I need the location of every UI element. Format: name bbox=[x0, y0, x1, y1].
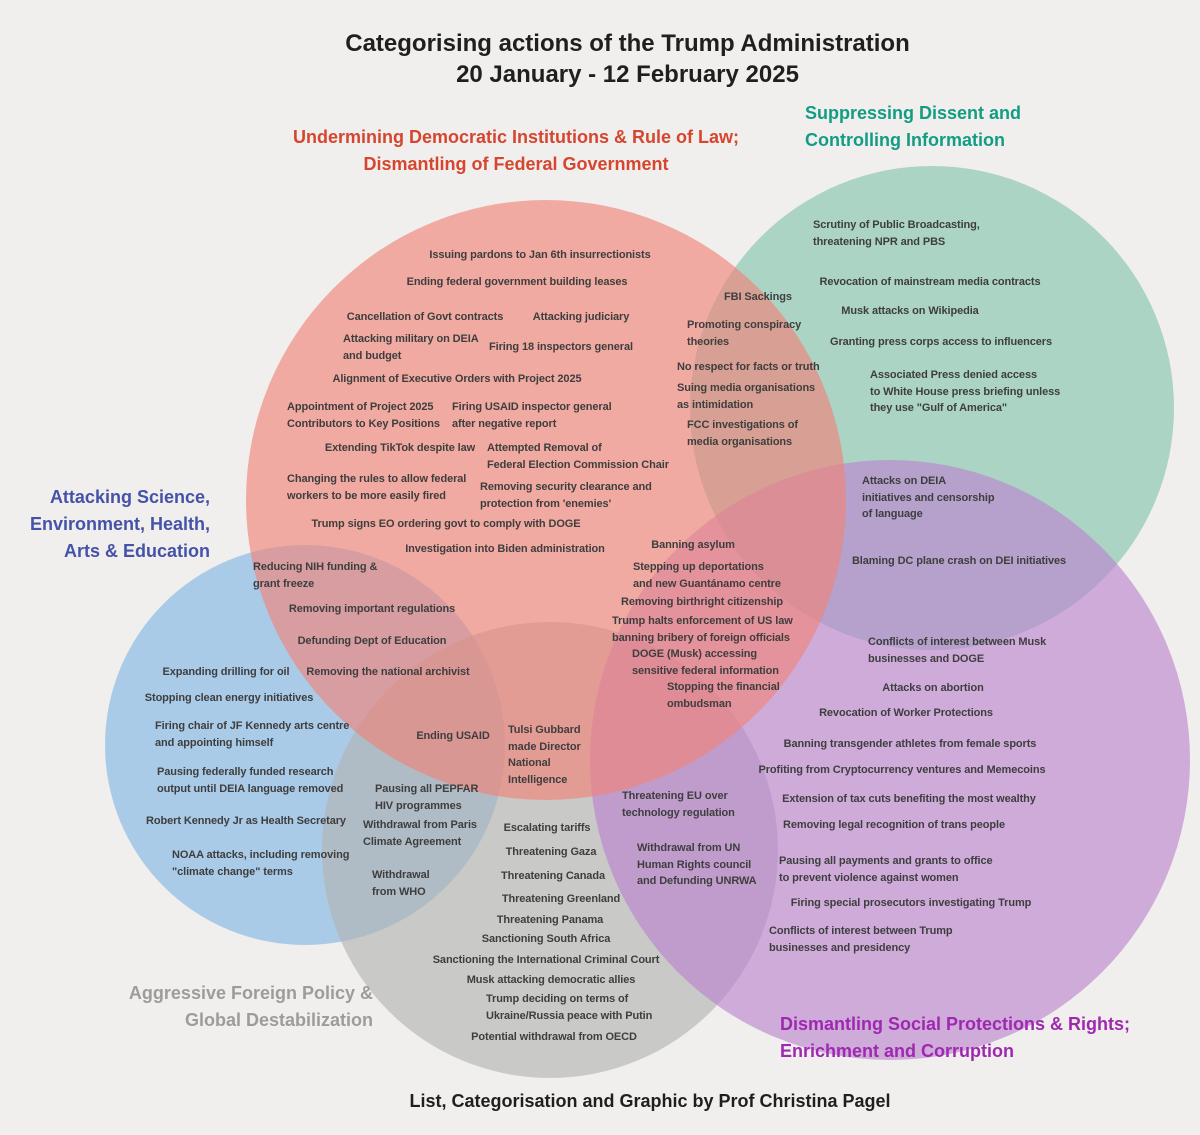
venn-item: Threatening Canada bbox=[501, 870, 605, 882]
venn-item: Withdrawal from Paris Climate Agreement bbox=[363, 819, 477, 848]
venn-item: No respect for facts or truth bbox=[677, 361, 820, 373]
venn-item: Withdrawal from WHO bbox=[372, 869, 430, 898]
venn-item: Stepping up deportations and new Guantán… bbox=[633, 561, 781, 590]
venn-item: Revocation of mainstream media contracts bbox=[819, 276, 1041, 288]
venn-item: Conflicts of interest between Trump busi… bbox=[769, 925, 953, 954]
venn-item: Banning transgender athletes from female… bbox=[783, 738, 1037, 750]
venn-item: Threatening Greenland bbox=[501, 893, 621, 905]
venn-item: Extending TikTok despite law bbox=[324, 442, 476, 454]
category-label-suppressing-dissent: Suppressing Dissent and Controlling Info… bbox=[805, 103, 1022, 150]
venn-item: Trump halts enforcement of US law bannin… bbox=[612, 615, 793, 644]
venn-item: Granting press corps access to influence… bbox=[830, 336, 1052, 348]
venn-item: Potential withdrawal from OECD bbox=[471, 1031, 637, 1043]
venn-item: Ending federal government building lease… bbox=[406, 276, 628, 288]
venn-item: Expanding drilling for oil bbox=[162, 666, 290, 678]
venn-item: Trump deciding on terms of Ukraine/Russi… bbox=[486, 993, 653, 1022]
venn-item: FCC investigations of media organisation… bbox=[687, 419, 798, 448]
venn-item: Musk attacking democratic allies bbox=[466, 974, 636, 986]
venn-item: Reducing NIH funding & grant freeze bbox=[253, 561, 378, 590]
venn-item: Alignment of Executive Orders with Proje… bbox=[332, 373, 582, 385]
venn-item: Removing birthright citizenship bbox=[621, 596, 783, 608]
venn-item: Revocation of Worker Protections bbox=[819, 707, 993, 719]
venn-item: Sanctioning South Africa bbox=[481, 933, 611, 945]
venn-item: Cancellation of Govt contracts bbox=[346, 311, 504, 323]
category-label-dismantling-social-protections: Dismantling Social Protections & Rights;… bbox=[780, 1014, 1131, 1061]
venn-item: Changing the rules to allow federal work… bbox=[287, 473, 467, 502]
venn-item: Pausing all PEPFAR HIV programmes bbox=[375, 783, 479, 812]
category-label-attacking-science: Attacking Science, Environment, Health, … bbox=[29, 487, 210, 561]
venn-item: Threatening Gaza bbox=[505, 846, 597, 858]
venn-item: Firing special prosecutors investigating… bbox=[790, 897, 1032, 909]
venn-item: Withdrawal from UN Human Rights council … bbox=[637, 842, 757, 887]
venn-item: FBI Sackings bbox=[724, 291, 792, 303]
venn-item: NOAA attacks, including removing "climat… bbox=[172, 849, 350, 878]
category-label-aggressive-foreign-policy: Aggressive Foreign Policy & Global Desta… bbox=[128, 983, 373, 1030]
circle-undermining-democracy bbox=[246, 200, 846, 800]
venn-item: Attacks on DEIA initiatives and censorsh… bbox=[862, 475, 995, 520]
venn-item: Stopping clean energy initiatives bbox=[144, 692, 314, 704]
venn-item: Issuing pardons to Jan 6th insurrectioni… bbox=[429, 249, 651, 261]
venn-item: Removing security clearance and protecti… bbox=[480, 481, 652, 510]
venn-item: Trump signs EO ordering govt to comply w… bbox=[311, 518, 581, 530]
title-line-1: Categorising actions of the Trump Admini… bbox=[345, 30, 910, 57]
venn-item: Suing media organisations as intimidatio… bbox=[677, 382, 816, 411]
venn-item: Associated Press denied access to White … bbox=[870, 369, 1061, 414]
venn-item: Appointment of Project 2025 Contributors… bbox=[287, 401, 440, 430]
venn-item: Tulsi Gubbard made Director National Int… bbox=[508, 724, 581, 786]
venn-item: Investigation into Biden administration bbox=[405, 543, 605, 555]
venn-item: DOGE (Musk) accessing sensitive federal … bbox=[632, 648, 779, 677]
venn-item: Robert Kennedy Jr as Health Secretary bbox=[146, 815, 346, 827]
venn-item: Attacks on abortion bbox=[882, 682, 984, 694]
venn-item: Attacking judiciary bbox=[532, 311, 630, 323]
venn-item: Removing the national archivist bbox=[306, 666, 470, 678]
venn-item: Scrutiny of Public Broadcasting, threate… bbox=[813, 219, 980, 248]
venn-item: Removing important regulations bbox=[288, 603, 456, 615]
venn-item: Threatening EU over technology regulatio… bbox=[622, 790, 735, 819]
venn-item: Musk attacks on Wikipedia bbox=[841, 305, 979, 317]
venn-item: Profiting from Cryptocurrency ventures a… bbox=[758, 764, 1046, 776]
venn-item: Conflicts of interest between Musk busin… bbox=[868, 636, 1047, 665]
venn-item: Pausing all payments and grants to offic… bbox=[779, 855, 993, 884]
page-title: Categorising actions of the Trump Admini… bbox=[55, 28, 1200, 90]
venn-item: Banning asylum bbox=[651, 539, 735, 551]
title-line-2: 20 January - 12 February 2025 bbox=[456, 61, 799, 89]
venn-item: Escalating tariffs bbox=[503, 822, 591, 834]
credit-line: List, Categorisation and Graphic by Prof… bbox=[409, 1091, 891, 1111]
venn-item: Threatening Panama bbox=[496, 914, 604, 926]
venn-item: Defunding Dept of Education bbox=[297, 635, 447, 647]
venn-item: Ending USAID bbox=[416, 730, 490, 742]
venn-item: Removing legal recognition of trans peop… bbox=[783, 819, 1005, 831]
venn-item: Promoting conspiracy theories bbox=[687, 319, 802, 348]
venn-item: Firing chair of JF Kennedy arts centre a… bbox=[155, 720, 350, 749]
venn-item: Blaming DC plane crash on DEI initiative… bbox=[851, 555, 1067, 567]
venn-item: Extension of tax cuts benefiting the mos… bbox=[782, 793, 1036, 805]
venn-item: Firing 18 inspectors general bbox=[489, 341, 633, 353]
venn-item: Sanctioning the International Criminal C… bbox=[432, 954, 660, 966]
venn-item: Attempted Removal of Federal Election Co… bbox=[487, 442, 669, 471]
venn-item: Firing USAID inspector general after neg… bbox=[452, 401, 612, 430]
venn-item: Pausing federally funded research output… bbox=[157, 766, 344, 795]
venn-item: Stopping the financial ombudsman bbox=[667, 681, 780, 710]
category-label-undermining-democracy: Undermining Democratic Institutions & Ru… bbox=[292, 127, 740, 174]
venn-item: Attacking military on DEIA and budget bbox=[343, 333, 479, 362]
